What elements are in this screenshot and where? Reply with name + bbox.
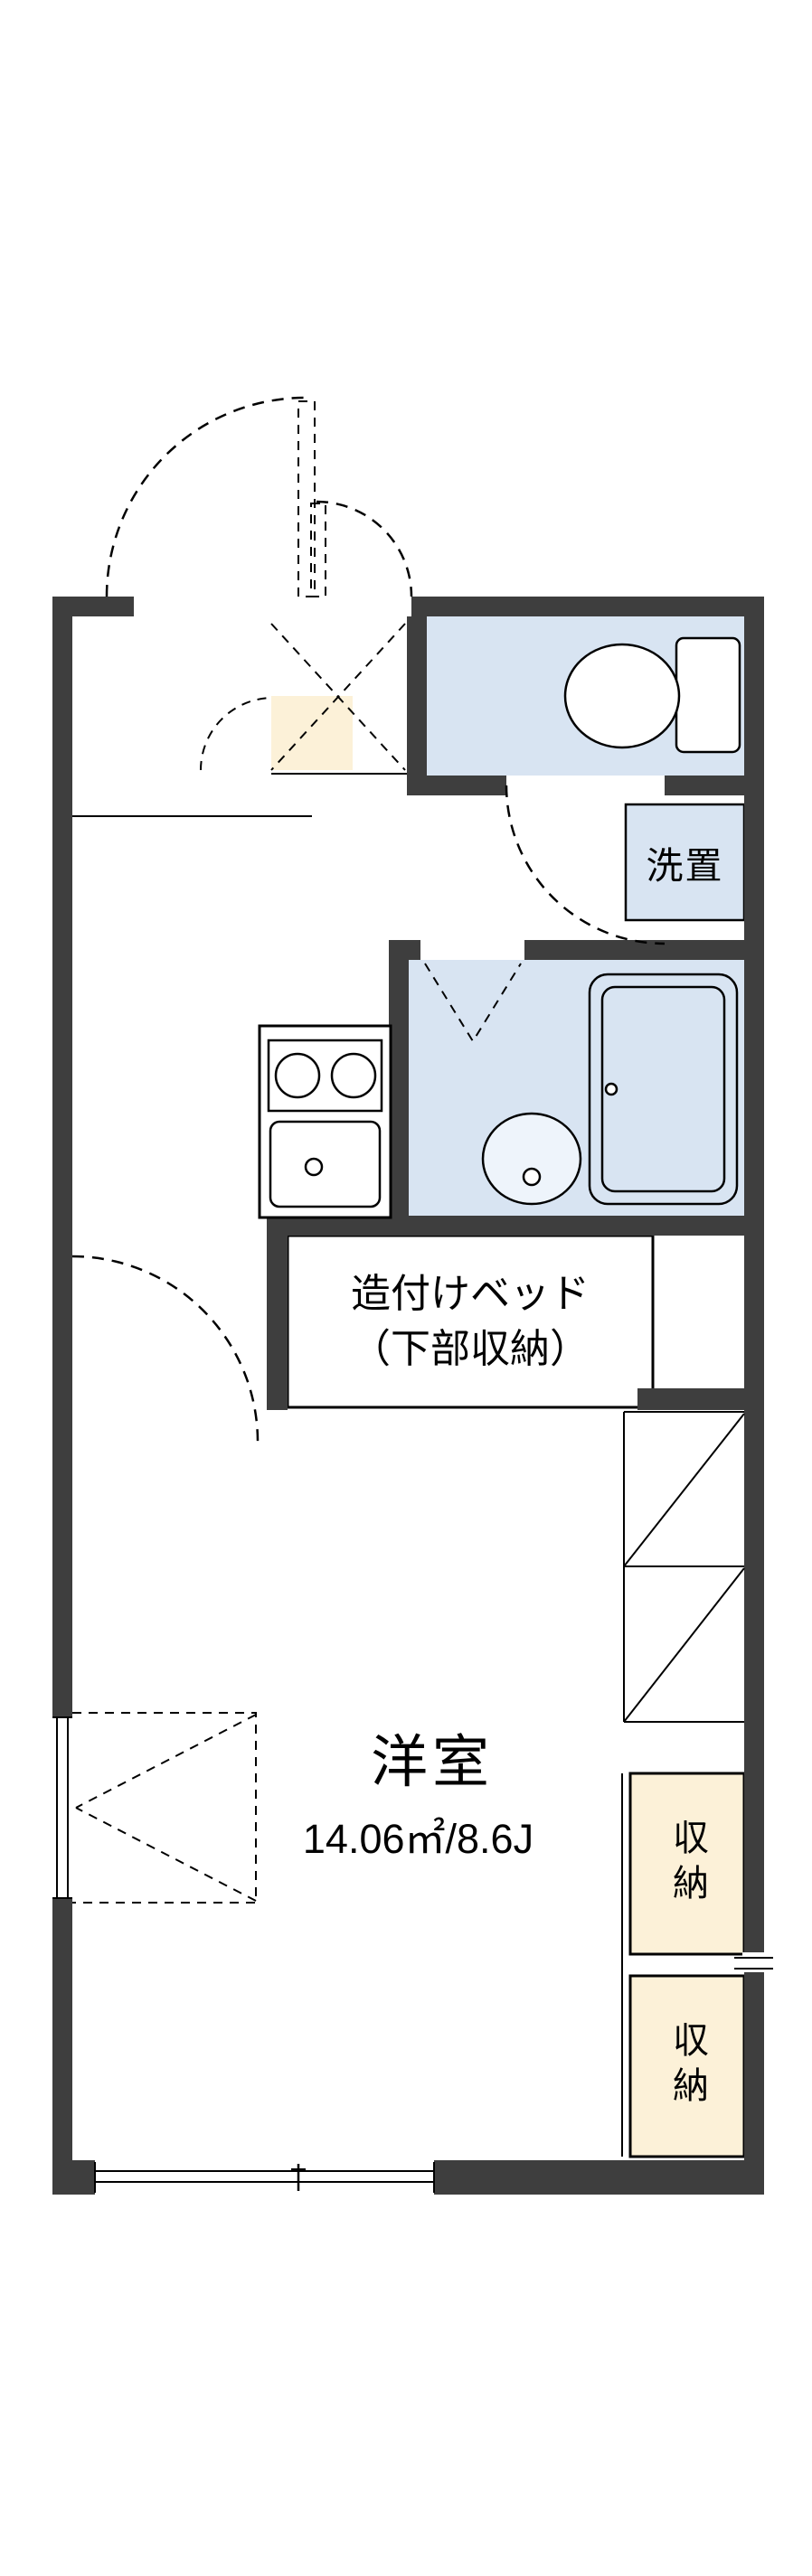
bathroom-door-opening — [420, 940, 524, 960]
bathtub-icon — [588, 973, 739, 1206]
fixtures — [258, 636, 741, 1219]
basin-bowl — [481, 1112, 582, 1206]
entrance-toilet-wall — [407, 616, 427, 795]
stove-burner-left — [274, 1052, 321, 1099]
sink-drain — [304, 1157, 324, 1177]
basin-drain — [522, 1167, 542, 1187]
toilet-bowl — [563, 643, 681, 749]
thin-lines — [52, 773, 773, 2193]
closet-top-label: 収納 — [667, 1819, 707, 1909]
stairs-diagonal — [623, 1413, 745, 1567]
left-window-opening — [52, 1717, 72, 1898]
bathtub-drain — [604, 1082, 618, 1096]
bottom-window-opening — [95, 2160, 434, 2195]
washer-space — [624, 803, 746, 922]
stairs-diagonal — [623, 1567, 745, 1723]
toilet-tank — [675, 636, 741, 754]
casement-window-frame — [72, 1712, 257, 1904]
wall-openings — [52, 597, 766, 2195]
toilet-icon — [563, 636, 741, 754]
bathtub-outer — [588, 973, 739, 1206]
left-wall — [52, 597, 72, 2195]
closet-top-box — [628, 1772, 746, 1956]
bed-right-wall — [637, 1388, 744, 1410]
entrance-door-leaf — [297, 400, 316, 597]
entrance-door-arc — [105, 396, 307, 597]
room-floors — [271, 616, 746, 2158]
shoe-cabinet-arc — [200, 697, 274, 771]
stove-burner-right — [330, 1052, 377, 1099]
toilet-door-arc — [505, 785, 666, 945]
bathtub-inner — [600, 985, 726, 1193]
built-in-bed-label-line2: （下部収納） — [351, 1327, 590, 1371]
room-door-arc — [71, 1255, 260, 1443]
bathroom-folding-door — [424, 963, 522, 1043]
under-kitchen-wall — [267, 1216, 764, 1236]
entrance-opening — [134, 597, 411, 616]
entrance-second-door-leaf — [310, 503, 326, 597]
casement-window-symbol — [72, 1712, 257, 1904]
stove-panel — [267, 1039, 383, 1113]
bathroom-left-wall — [389, 940, 409, 1236]
room-size-label: 14.06㎡/8.6J — [302, 1815, 534, 1862]
closet-bottom-label: 収納 — [667, 2021, 707, 2111]
built-in-bed-box — [286, 1234, 655, 1409]
entrance-step — [271, 696, 353, 770]
closet-bottom-box — [628, 1974, 746, 2158]
entrance-second-door-arc — [316, 500, 413, 597]
casement-window-swing — [75, 1807, 257, 1902]
washer-space-label: 洗置 — [646, 845, 724, 887]
kitchen-unit — [258, 1024, 392, 1219]
door-swings — [71, 396, 666, 1904]
casement-window-swing — [75, 1714, 257, 1809]
toilet-door-opening — [506, 776, 665, 795]
sink-icon — [269, 1120, 382, 1208]
room-name-label: 洋室 — [371, 1730, 494, 1794]
entrance-tataki-cross — [270, 623, 406, 771]
right-wall — [744, 597, 764, 2195]
basin-icon — [481, 1112, 582, 1206]
built-in-bed-label: 造付けベッド （下部収納） — [288, 1245, 653, 1400]
bed-left-wall — [267, 1216, 288, 1410]
built-in-bed-label-line1: 造付けベッド — [351, 1272, 590, 1317]
